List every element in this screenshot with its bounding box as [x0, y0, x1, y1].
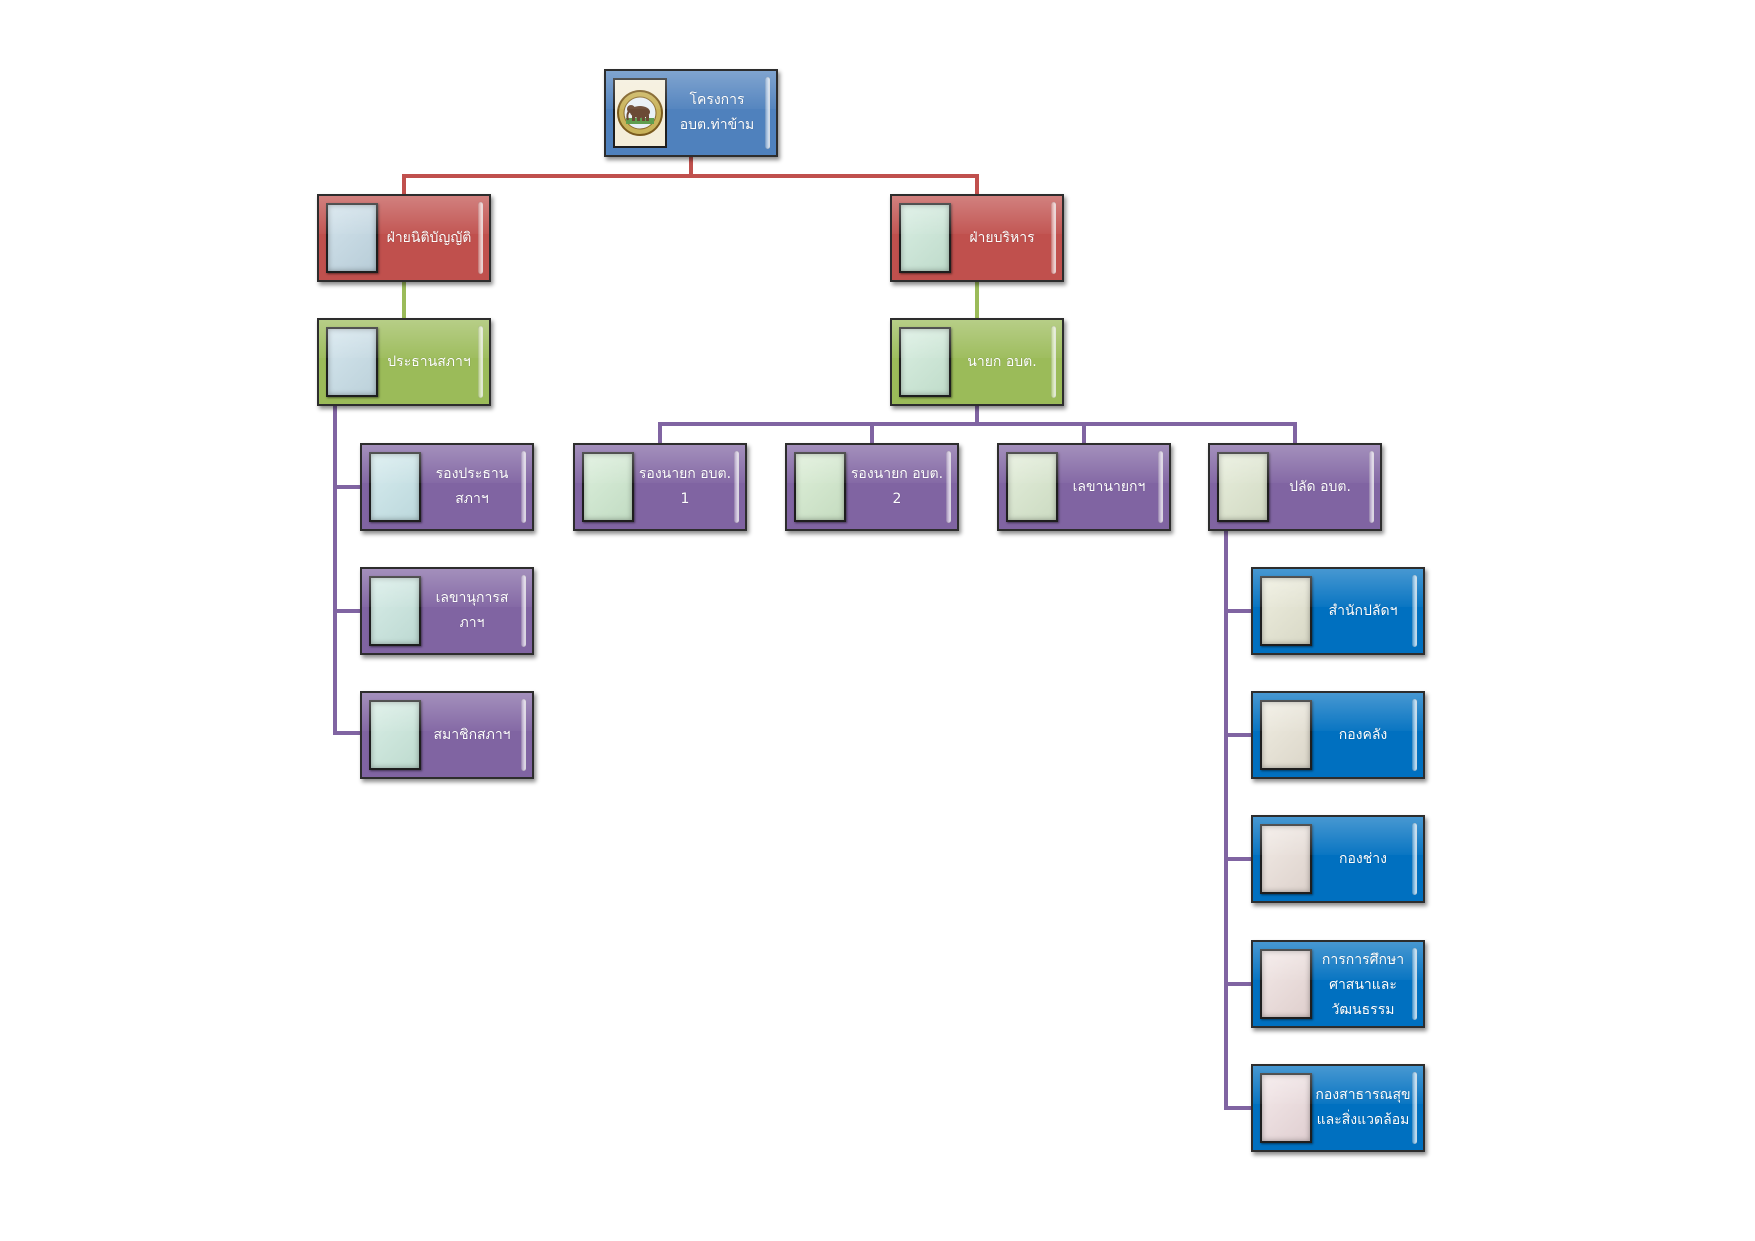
node-finance-division[interactable]: กองคลัง — [1251, 691, 1425, 779]
photo-placeholder — [1260, 824, 1312, 894]
node-label: การการศึกษา ศาสนาและวัฒนธรรม — [1321, 951, 1405, 1018]
connector-executive-bus — [658, 422, 1297, 443]
node-engineering-division[interactable]: กองช่าง — [1251, 815, 1425, 903]
node-deputy-mayor-2[interactable]: รองนายก อบต. 2 — [785, 443, 959, 531]
node-chief-administrator[interactable]: ปลัด อบต. — [1208, 443, 1382, 531]
photo-placeholder — [1260, 576, 1312, 646]
node-label: รองนายก อบต. 2 — [850, 466, 944, 507]
node-edge-accent — [946, 451, 951, 523]
node-edge-accent — [765, 77, 770, 149]
node-edge-accent — [1051, 202, 1056, 274]
node-label: ฝ่ายนิติบัญญัติ — [386, 229, 472, 246]
node-council-secretary[interactable]: เลขานุการสภาฯ — [360, 567, 534, 655]
node-council-vice-president[interactable]: รองประธานสภาฯ — [360, 443, 534, 531]
node-edge-accent — [521, 575, 526, 647]
node-office-of-chief-administrator[interactable]: สำนักปลัดฯ — [1251, 567, 1425, 655]
photo-placeholder — [1260, 949, 1312, 1019]
node-edge-accent — [478, 202, 483, 274]
node-label: รองประธานสภาฯ — [435, 466, 509, 507]
node-edge-accent — [734, 451, 739, 523]
photo-placeholder — [899, 203, 951, 273]
node-edge-accent — [1412, 699, 1417, 771]
node-label: นายก อบต. — [967, 353, 1037, 370]
photo-placeholder — [1217, 452, 1269, 522]
node-label: กองช่าง — [1339, 850, 1387, 867]
photo-placeholder — [1260, 700, 1312, 770]
photo-placeholder — [326, 327, 378, 397]
node-label: กองคลัง — [1338, 726, 1388, 743]
node-label: เลขานายกฯ — [1072, 478, 1146, 495]
node-edge-accent — [1158, 451, 1163, 523]
node-executive-division[interactable]: ฝ่ายบริหาร — [890, 194, 1064, 282]
photo-placeholder — [369, 700, 421, 770]
node-edge-accent — [521, 699, 526, 771]
node-legislative-division[interactable]: ฝ่ายนิติบัญญัติ — [317, 194, 491, 282]
node-public-health-division[interactable]: กองสาธารณสุขและสิ่งแวดล้อม — [1251, 1064, 1425, 1152]
photo-placeholder — [1260, 1073, 1312, 1143]
node-edge-accent — [521, 451, 526, 523]
node-council-members[interactable]: สมาชิกสภาฯ — [360, 691, 534, 779]
node-label: ฝ่ายบริหาร — [969, 229, 1035, 246]
connector-units-spine — [1224, 531, 1251, 1110]
node-label: สำนักปลัดฯ — [1328, 602, 1398, 619]
photo-placeholder — [794, 452, 846, 522]
node-education-division[interactable]: การการศึกษา ศาสนาและวัฒนธรรม — [1251, 940, 1425, 1028]
node-label: สมาชิกสภาฯ — [433, 726, 511, 743]
node-edge-accent — [1412, 823, 1417, 895]
photo-placeholder — [1006, 452, 1058, 522]
node-mayor-secretary[interactable]: เลขานายกฯ — [997, 443, 1171, 531]
node-council-president[interactable]: ประธานสภาฯ — [317, 318, 491, 406]
node-edge-accent — [1412, 948, 1417, 1020]
node-edge-accent — [1412, 1072, 1417, 1144]
node-label: ประธานสภาฯ — [387, 353, 471, 370]
photo-placeholder — [899, 327, 951, 397]
node-label: ปลัด อบต. — [1289, 478, 1351, 495]
photo-placeholder — [369, 576, 421, 646]
node-edge-accent — [478, 326, 483, 398]
node-edge-accent — [1051, 326, 1056, 398]
node-label: เลขานุการสภาฯ — [435, 590, 509, 631]
photo-placeholder — [582, 452, 634, 522]
node-label: โครงการ อบต.ท่าข้าม — [679, 92, 755, 133]
node-mayor[interactable]: นายก อบต. — [890, 318, 1064, 406]
node-root[interactable]: โครงการ อบต.ท่าข้าม — [604, 69, 778, 157]
connector-divisions — [402, 174, 979, 194]
node-deputy-mayor-1[interactable]: รองนายก อบต. 1 — [573, 443, 747, 531]
photo-placeholder — [326, 203, 378, 273]
organization-emblem-icon — [613, 78, 667, 148]
connector-legislative-spine — [333, 406, 360, 735]
photo-placeholder — [369, 452, 421, 522]
node-label: รองนายก อบต. 1 — [638, 466, 732, 507]
node-edge-accent — [1369, 451, 1374, 523]
node-edge-accent — [1412, 575, 1417, 647]
node-label: กองสาธารณสุขและสิ่งแวดล้อม — [1315, 1087, 1411, 1128]
